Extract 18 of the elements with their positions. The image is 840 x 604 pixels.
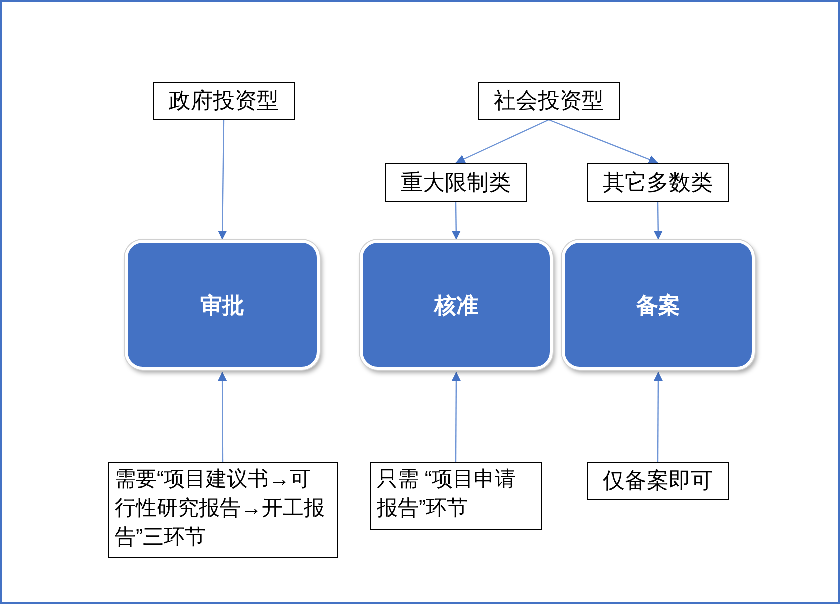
arrow — [654, 202, 663, 240]
arrow — [452, 202, 461, 240]
stage-box: 审批 — [125, 240, 320, 370]
arrow — [654, 372, 663, 462]
arrow — [456, 119, 550, 164]
label-box: 其它多数类 — [587, 163, 729, 202]
label-box: 政府投资型 — [153, 82, 295, 120]
arrow — [452, 372, 461, 462]
stage-box: 核准 — [360, 240, 553, 370]
label-box: 仅备案即可 — [587, 462, 729, 500]
stage-box: 备案 — [562, 240, 755, 370]
arrow — [218, 120, 228, 240]
arrow — [218, 372, 228, 462]
arrow — [548, 119, 658, 164]
note-box: 需要“项目建议书→可行性研究报告→开工报告”三环节 — [108, 462, 338, 558]
note-box: 只需 “项目申请报告”环节 — [370, 462, 542, 530]
label-box: 社会投资型 — [478, 82, 620, 120]
label-box: 重大限制类 — [385, 163, 527, 202]
